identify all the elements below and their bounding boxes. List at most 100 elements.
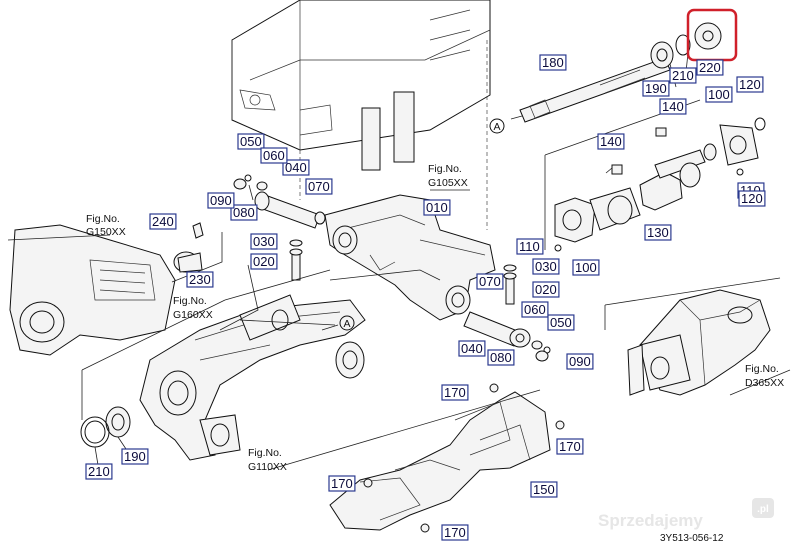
part-label-text: 060 <box>524 302 546 317</box>
part-label-box <box>705 86 733 103</box>
part-label-p150: 150 <box>530 481 558 498</box>
part-label-text: 170 <box>559 439 581 454</box>
part-label-text: 020 <box>253 254 275 269</box>
bolt-left <box>289 239 303 281</box>
part-label-text: 070 <box>479 274 501 289</box>
fig-ref-d365: Fig.No. D365XX <box>745 363 784 389</box>
part-label-p240: 240 <box>149 213 177 230</box>
part-label-box <box>85 463 113 480</box>
part-label-text: 080 <box>233 205 255 220</box>
part-label-text: 020 <box>535 282 557 297</box>
part-label-box <box>532 258 560 275</box>
part-label-p070b: 070 <box>476 273 504 290</box>
part-label-box <box>476 273 504 290</box>
part-label-p050a: 050 <box>237 133 265 150</box>
part-label-text: 120 <box>739 77 761 92</box>
part-label-p060a: 060 <box>260 147 288 164</box>
part-label-text: 090 <box>569 354 591 369</box>
part-label-box <box>282 159 310 176</box>
part-label-p190b: 190 <box>121 448 149 465</box>
part-label-p180: 180 <box>539 54 567 71</box>
skid-guard <box>329 383 565 533</box>
part-label-box <box>669 67 697 84</box>
part-label-p030b: 030 <box>532 258 560 275</box>
left-final-drive <box>9 222 204 356</box>
part-label-p170d: 170 <box>441 524 469 541</box>
part-label-box <box>521 301 549 318</box>
front-pin-left <box>233 174 326 229</box>
part-label-box <box>260 147 288 164</box>
part-label-text: 220 <box>699 60 721 75</box>
part-label-text: 100 <box>575 260 597 275</box>
fig-ref-g110-code: G110XX <box>248 461 287 473</box>
part-label-text: 190 <box>645 81 667 96</box>
seal-bearing-left <box>80 406 131 466</box>
part-label-text: 050 <box>240 134 262 149</box>
part-label-text: 190 <box>124 449 146 464</box>
part-label-p080b: 080 <box>487 349 515 366</box>
part-label-text: 040 <box>461 341 483 356</box>
part-label-box <box>458 340 486 357</box>
part-label-text: 010 <box>426 200 448 215</box>
part-label-text: 240 <box>152 214 174 229</box>
part-label-box <box>149 213 177 230</box>
part-label-box <box>530 481 558 498</box>
part-label-p210b: 210 <box>85 463 113 480</box>
part-label-text: 090 <box>210 193 232 208</box>
part-label-p170c: 170 <box>328 475 356 492</box>
part-label-text: 140 <box>600 134 622 149</box>
watermark-text: Sprzedajemy <box>598 511 703 530</box>
part-label-box <box>738 190 766 207</box>
part-label-p110a: 110 <box>516 238 544 255</box>
part-label-p190a: 190 <box>642 80 670 97</box>
part-label-box <box>516 238 544 255</box>
part-label-p120b: 120 <box>736 76 764 93</box>
part-label-p070a: 070 <box>305 178 333 195</box>
part-label-p020b: 020 <box>532 281 560 298</box>
part-label-box <box>305 178 333 195</box>
part-label-p090a: 090 <box>207 192 235 209</box>
part-label-text: 030 <box>253 234 275 249</box>
part-label-box <box>441 384 469 401</box>
part-label-p040a: 040 <box>282 159 310 176</box>
part-label-text: 070 <box>308 179 330 194</box>
fig-ref-g150-code: G150XX <box>86 226 126 238</box>
part-label-text: 210 <box>88 464 110 479</box>
part-label-box <box>423 199 451 216</box>
part-label-box <box>556 438 584 455</box>
part-label-text: 050 <box>550 315 572 330</box>
chassis-frame <box>231 0 491 230</box>
part-label-text: 110 <box>519 239 540 254</box>
fig-ref-d365-label: Fig.No. <box>745 363 779 375</box>
marker-a-lower: A <box>321 315 355 331</box>
part-label-text: 080 <box>490 350 512 365</box>
diagram-code: 3Y513-056-12 <box>660 533 724 544</box>
part-label-box <box>547 314 575 331</box>
part-label-text: 150 <box>533 482 555 497</box>
part-label-p080a: 080 <box>230 204 258 221</box>
part-label-box <box>659 98 687 115</box>
part-label-text: 230 <box>189 272 211 287</box>
part-label-text: 030 <box>535 259 557 274</box>
part-label-box <box>487 349 515 366</box>
part-label-box <box>186 271 214 288</box>
fig-ref-g105-code: G105XX <box>428 177 468 189</box>
watermark-tld: .pl <box>757 504 769 515</box>
watermark-badge <box>752 498 774 518</box>
part-label-box <box>250 253 278 270</box>
fig-ref-g110: Fig.No. G110XX <box>248 447 287 473</box>
part-label-box <box>441 524 469 541</box>
part-label-p030a: 030 <box>250 233 278 250</box>
part-label-p140a: 140 <box>597 133 625 150</box>
marker-a-upper: A <box>489 118 505 134</box>
part-label-p100b: 100 <box>705 86 733 103</box>
leader-lines <box>7 99 791 471</box>
rear-transmission-case <box>627 289 771 396</box>
part-label-box <box>121 448 149 465</box>
part-label-box <box>597 133 625 150</box>
marker-a-lower-text: A <box>343 318 350 330</box>
part-label-p050b: 050 <box>547 314 575 331</box>
part-label-p060b: 060 <box>521 301 549 318</box>
part-label-box <box>250 233 278 250</box>
